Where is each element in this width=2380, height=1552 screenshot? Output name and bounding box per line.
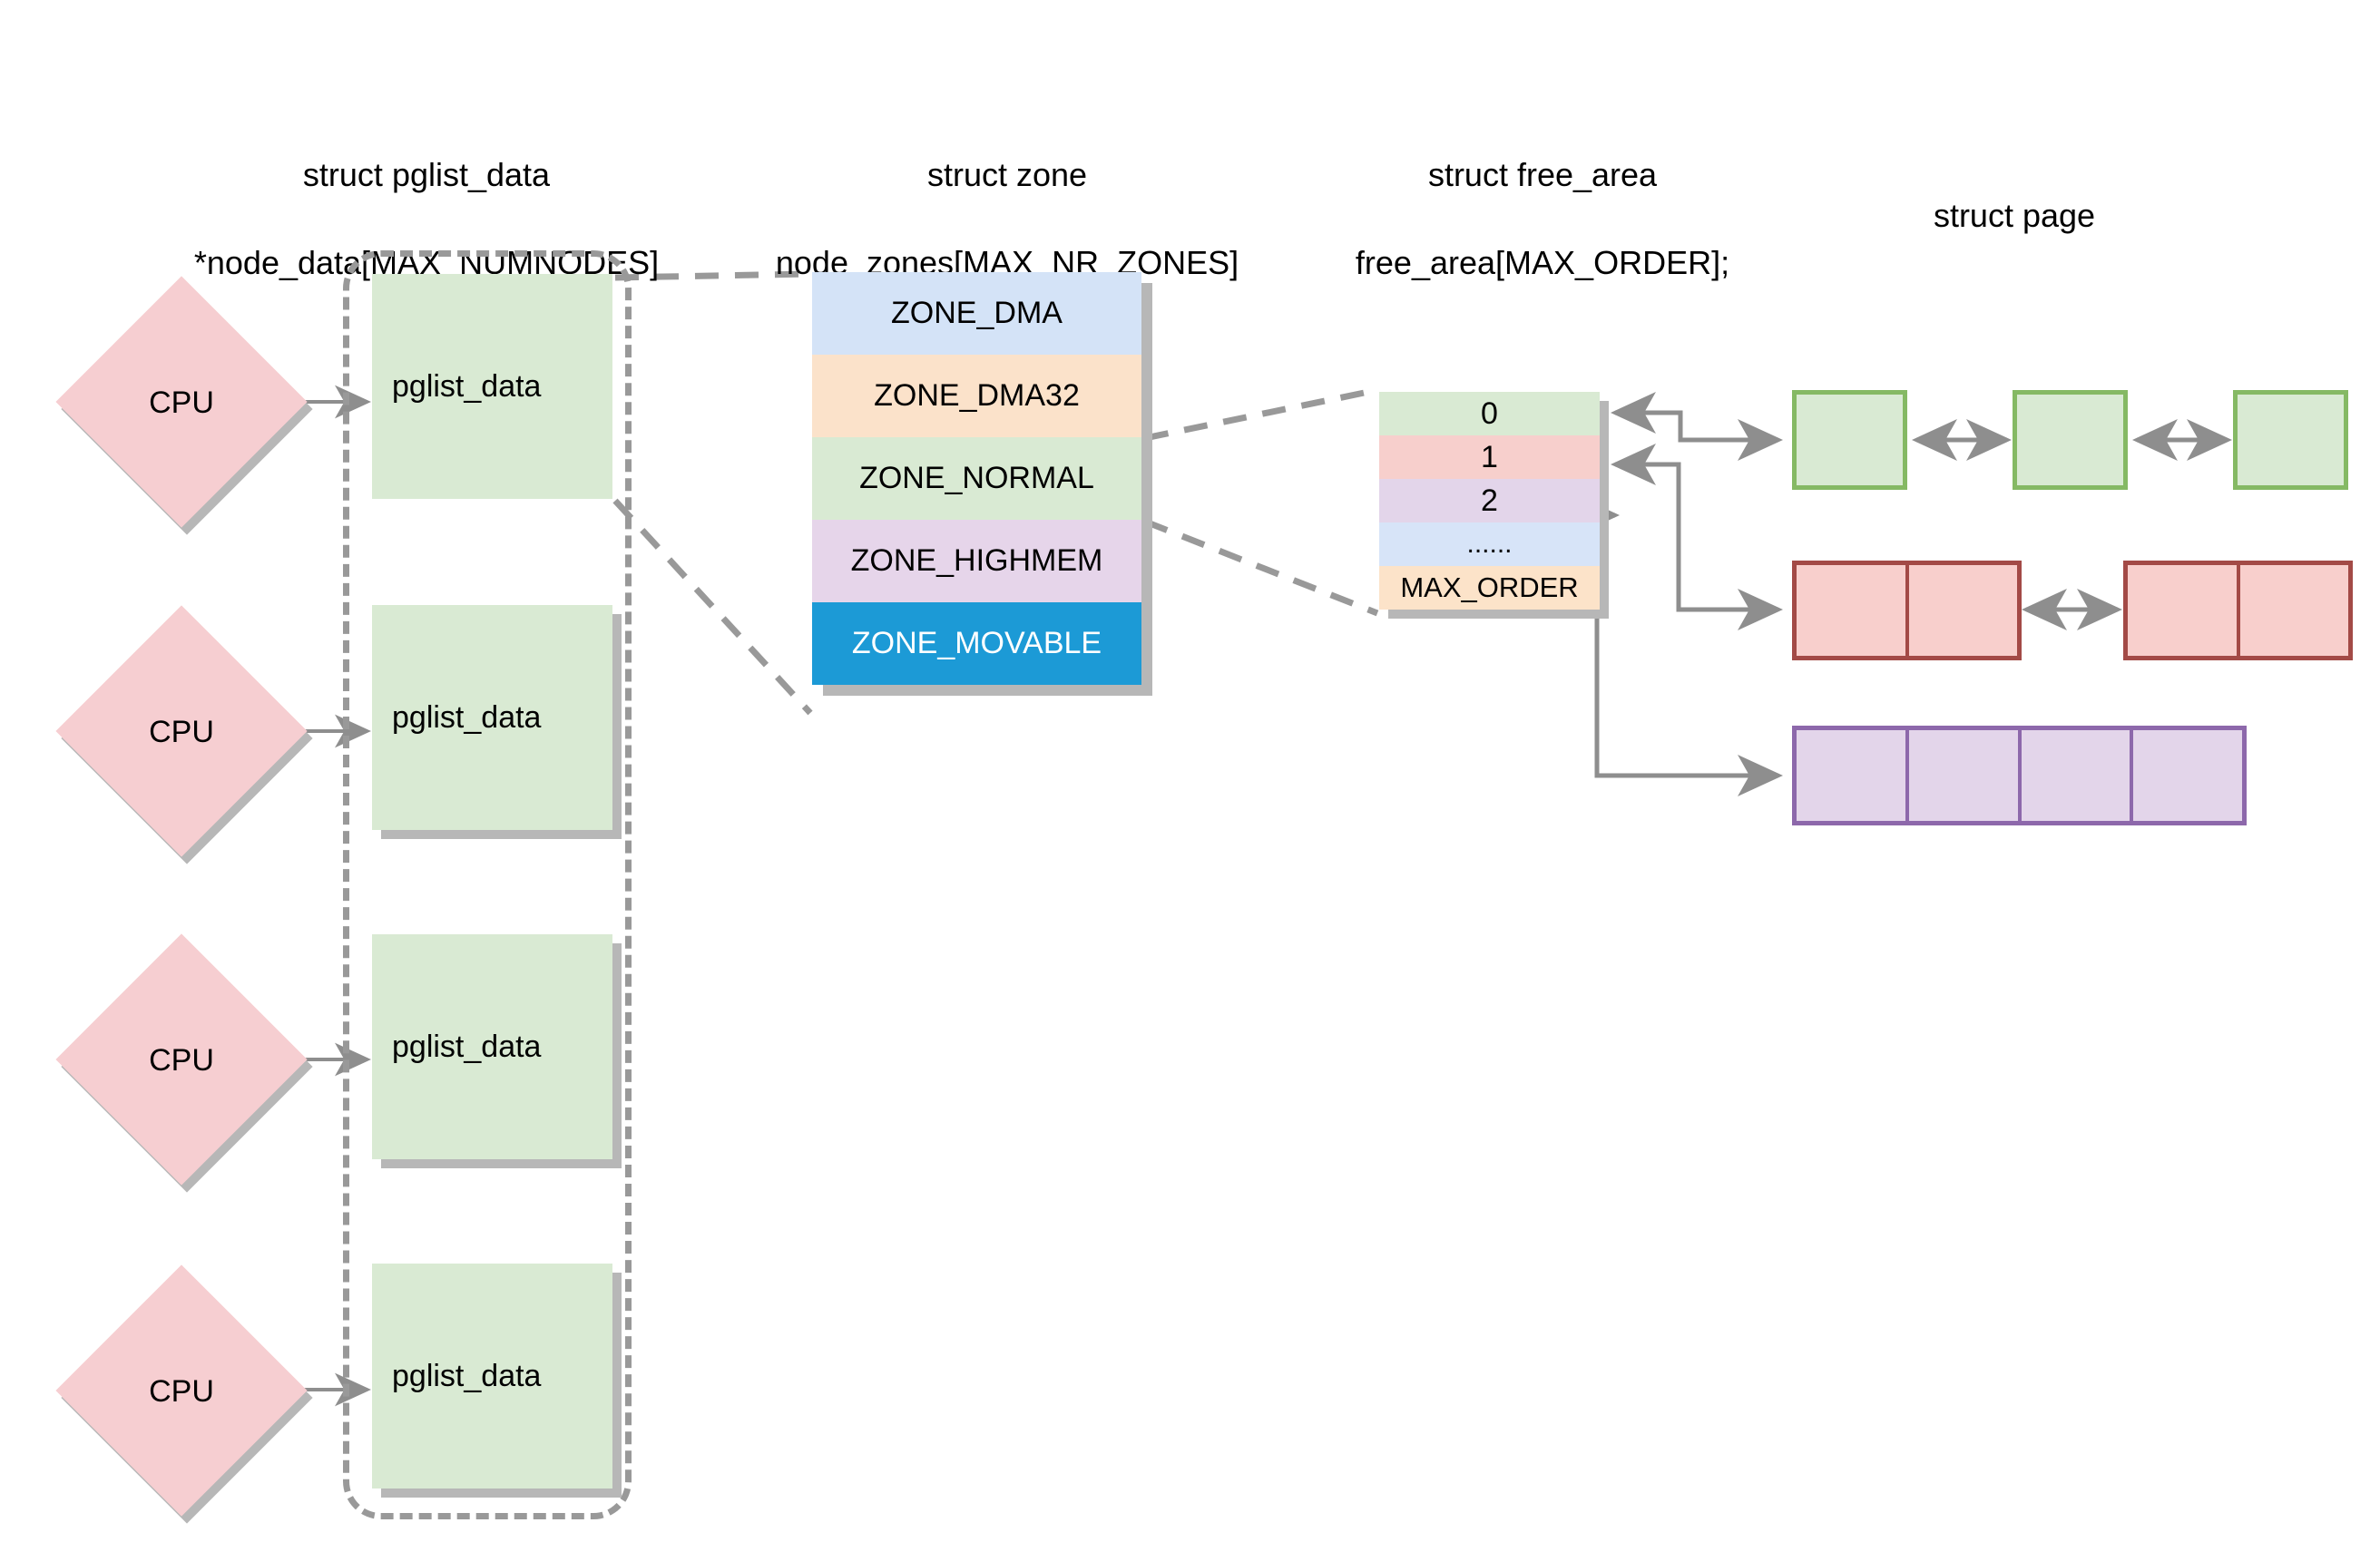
pglist-data-node-2[interactable]: pglist_data [372,934,612,1159]
free-area-row-0-label: 0 [1481,395,1498,431]
page-block-order0-c[interactable] [2233,390,2348,490]
cpu-0[interactable]: CPU [54,276,313,535]
free-area-header-line1: struct free_area [1427,155,1658,193]
page-cell [1797,730,1909,821]
zone-row-normal[interactable]: ZONE_NORMAL [812,437,1141,520]
page-cell [2240,565,2349,656]
page-block-order0-a[interactable] [1792,390,1907,490]
free-area-row-1-label: 1 [1481,439,1498,474]
cpu-1-label: CPU [149,715,214,749]
free-area-0-to-pages [1611,392,1783,461]
cpu-3[interactable]: CPU [54,1264,313,1524]
cpu-3-label: CPU [149,1374,214,1409]
zone-to-free-area-callout [1143,386,1379,617]
free-area-row-2[interactable]: 2 [1379,479,1600,522]
pglist-data-node-0[interactable]: pglist_data [372,274,612,499]
free-area-2-to-pages [1574,494,1783,796]
zone-row-movable[interactable]: ZONE_MOVABLE [812,602,1141,685]
zone-row-dma-label: ZONE_DMA [891,296,1063,330]
free-area-row-2-label: 2 [1481,483,1498,518]
page-cell [1797,565,1909,656]
page-cell [2133,730,2242,821]
free-area-1-to-pages [1611,444,1783,630]
zone-stack: ZONE_DMA ZONE_DMA32 ZONE_NORMAL ZONE_HIG… [812,272,1141,685]
free-area-header: struct free_area free_area[MAX_ORDER]; [1307,109,1778,329]
page-header-line1: struct page [1933,196,2096,234]
page-cell [1909,565,2018,656]
cpu-2-label: CPU [149,1043,214,1078]
free-area-row-1[interactable]: 1 [1379,435,1600,479]
free-area-row-0[interactable]: 0 [1379,392,1600,435]
page-header: struct page [1860,150,2169,282]
cpu-2[interactable]: CPU [54,933,313,1193]
zone-row-dma32[interactable]: ZONE_DMA32 [812,355,1141,437]
free-area-row-max-label: MAX_ORDER [1400,571,1579,603]
zone-row-dma[interactable]: ZONE_DMA [812,272,1141,355]
zone-row-movable-label: ZONE_MOVABLE [851,626,1102,660]
pglist-data-node-3[interactable]: pglist_data [372,1264,612,1489]
zone-header-line1: struct zone [926,155,1088,193]
node-data-array-frame [343,250,632,1519]
page-cell [1909,730,2022,821]
zone-row-highmem[interactable]: ZONE_HIGHMEM [812,520,1141,602]
page-cell [2128,565,2240,656]
zone-row-normal-label: ZONE_NORMAL [859,461,1094,495]
zone-header: struct zone node_zones[MAX_NR_ZONES] [717,109,1298,329]
cpu-0-label: CPU [149,386,214,420]
free-area-stack: 0 1 2 ...... MAX_ORDER [1379,392,1600,610]
zone-row-dma32-label: ZONE_DMA32 [874,378,1080,413]
free-area-row-max[interactable]: MAX_ORDER [1379,566,1600,610]
node-to-zone-callout [612,270,813,716]
page-cell [2022,730,2134,821]
free-area-row-ellipsis[interactable]: ...... [1379,522,1600,566]
pglist-data-header-line1: struct pglist_data [302,155,551,193]
page-block-order2-a[interactable] [1792,726,2247,825]
cpu-1[interactable]: CPU [54,605,313,864]
page-block-order1-b[interactable] [2123,561,2353,660]
page-block-order0-b[interactable] [2013,390,2128,490]
zone-row-highmem-label: ZONE_HIGHMEM [850,543,1103,578]
free-area-row-ellipsis-label: ...... [1466,529,1513,559]
pglist-data-node-1[interactable]: pglist_data [372,605,612,830]
page-block-order1-a[interactable] [1792,561,2022,660]
free-area-header-line2: free_area[MAX_ORDER]; [1355,243,1730,281]
